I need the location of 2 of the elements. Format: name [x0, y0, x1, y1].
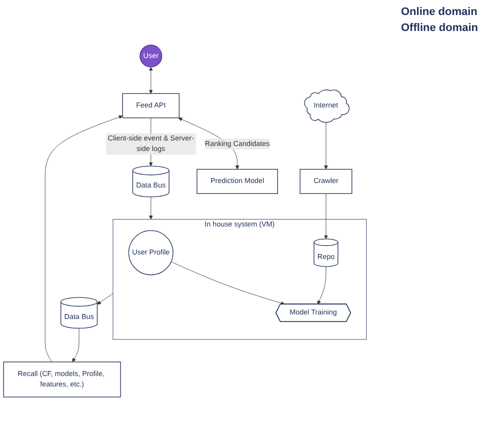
- domain-label: Online domain: [401, 6, 478, 18]
- domain-label: Offline domain: [401, 22, 478, 34]
